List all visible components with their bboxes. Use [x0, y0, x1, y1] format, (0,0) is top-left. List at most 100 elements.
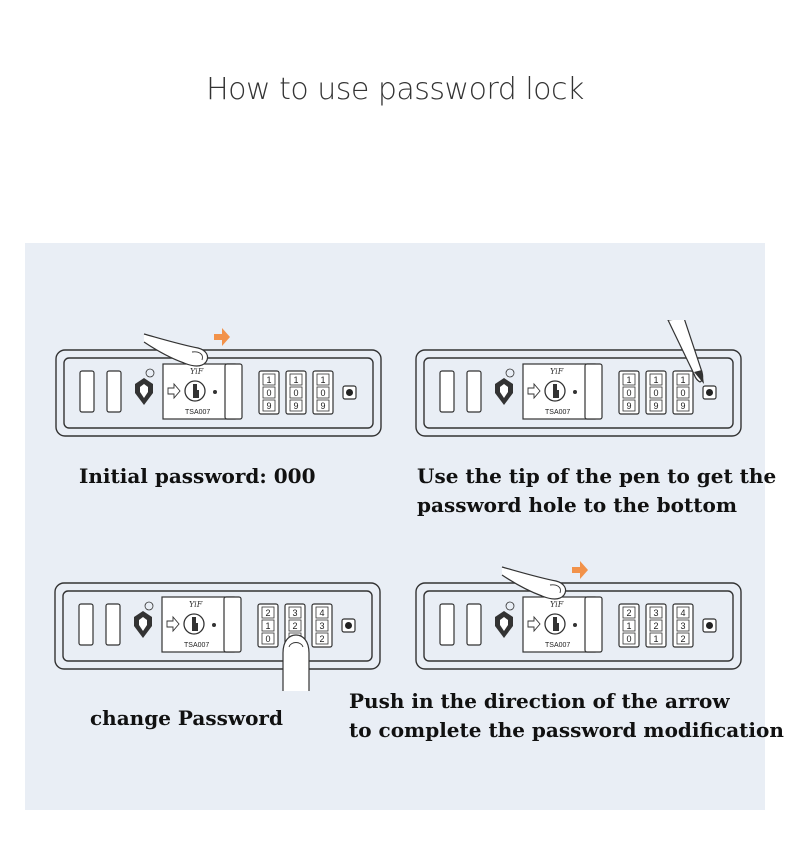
caption-line: password hole to the bottom: [417, 493, 737, 517]
caption-line: change Password: [90, 706, 283, 730]
caption-step-2: Use the tip of the pen to get the passwo…: [417, 462, 776, 520]
slot-left: [79, 370, 95, 413]
tsa-logo-icon: [495, 368, 515, 405]
orange-arrow-icon: [214, 328, 230, 346]
dial-1-bottom: 0: [626, 634, 631, 644]
dial-2-top: 1: [653, 375, 658, 385]
slot-left: [439, 370, 455, 413]
reset-hole[interactable]: [342, 385, 357, 400]
dial-3-bottom: 9: [320, 401, 325, 411]
tsa-logo-icon: [135, 368, 155, 405]
reset-hole[interactable]: [341, 618, 356, 633]
model-label: TSA007: [545, 409, 570, 416]
dial-3-mid: 3: [680, 621, 685, 631]
model-label: TSA007: [545, 642, 570, 649]
caption-line: Initial password: 000: [79, 464, 316, 488]
caption-step-1: Initial password: 000: [79, 462, 315, 491]
lock-step-3: YiF TSA007 2 1 0 3 2 2 4 3 2: [54, 582, 381, 691]
dial-2-bottom: 9: [653, 401, 658, 411]
dial-2[interactable]: 1 0 9: [285, 370, 307, 415]
finger-icon: [501, 566, 567, 600]
small-arrow-icon: [527, 615, 541, 633]
dial-3-top: 1: [680, 375, 685, 385]
dial-2-bottom: 1: [653, 634, 658, 644]
dial-3-bottom: 9: [680, 401, 685, 411]
slot-left: [78, 603, 94, 646]
brand-label: YiF: [190, 367, 204, 376]
dial-2[interactable]: 3 2 1: [645, 603, 667, 648]
finger-icon: [143, 333, 209, 367]
dial-2-mid: 0: [293, 388, 298, 398]
dial-1[interactable]: 109: [618, 370, 640, 415]
dial-1-bottom: 0: [265, 634, 270, 644]
small-arrow-icon: [167, 382, 181, 400]
dial-3[interactable]: 4 3 2: [672, 603, 694, 648]
dial-3[interactable]: 109: [312, 370, 334, 415]
dial-1-top: 2: [265, 608, 270, 618]
caption-step-4: Push in the direction of the arrow to co…: [349, 687, 784, 745]
slot-right: [466, 603, 482, 646]
slide-button[interactable]: [223, 596, 242, 653]
lock-step-4: YiF TSA007 210 3 2 1 4 3 2: [415, 561, 742, 670]
lock-step-2: YiF TSA007 109 109 109: [415, 320, 742, 437]
slot-right: [105, 603, 121, 646]
keyhole-icon: [544, 380, 566, 402]
dial-2-top: 3: [292, 608, 297, 618]
dial-1[interactable]: 2 1 0: [257, 603, 279, 648]
dial-1-mid: 1: [265, 621, 270, 631]
small-arrow-icon: [527, 382, 541, 400]
slot-right: [106, 370, 122, 413]
indicator-dot: [213, 390, 217, 394]
dial-1[interactable]: 210: [618, 603, 640, 648]
brand-label: YiF: [189, 600, 203, 609]
indicator-dot: [573, 623, 577, 627]
model-label: TSA007: [185, 409, 210, 416]
dial-1-bottom: 9: [626, 401, 631, 411]
dial-2-mid: 2: [292, 621, 297, 631]
dial-2-bottom: 9: [293, 401, 298, 411]
indicator-dot: [573, 390, 577, 394]
dial-3-top: 4: [680, 608, 685, 618]
dial-2-mid: 2: [653, 621, 658, 631]
caption-line: to complete the password modification: [349, 718, 784, 742]
dial-3-top: 4: [319, 608, 324, 618]
dial-3-mid: 0: [680, 388, 685, 398]
dial-2-top: 3: [653, 608, 658, 618]
dial-3[interactable]: 4 3 2: [311, 603, 333, 648]
small-arrow-icon: [166, 615, 180, 633]
dial-1-top: 2: [626, 608, 631, 618]
orange-arrow-icon: [572, 561, 588, 579]
dial-3[interactable]: 1 0 9: [672, 370, 694, 415]
slot-right: [466, 370, 482, 413]
tsa-logo-icon: [134, 601, 154, 638]
dial-1-bottom: 9: [266, 401, 271, 411]
brand-label: YiF: [550, 600, 564, 609]
dial-3-top: 1: [320, 375, 325, 385]
reset-hole[interactable]: [702, 385, 717, 400]
caption-line: Use the tip of the pen to get the: [417, 464, 777, 488]
slide-button[interactable]: [584, 596, 603, 653]
keyhole-icon: [184, 380, 206, 402]
keyhole-icon: [183, 613, 205, 635]
dial-2[interactable]: 109: [645, 370, 667, 415]
finger-icon: [282, 634, 310, 691]
dial-2-top: 1: [293, 375, 298, 385]
indicator-dot: [212, 623, 216, 627]
reset-hole[interactable]: [702, 618, 717, 633]
dial-3-bottom: 2: [680, 634, 685, 644]
model-label: TSA007: [184, 642, 209, 649]
dial-3-bottom: 2: [319, 634, 324, 644]
slide-button[interactable]: [584, 363, 603, 420]
dial-3-mid: 3: [319, 621, 324, 631]
slide-button[interactable]: [224, 363, 243, 420]
dial-1[interactable]: 109: [258, 370, 280, 415]
dial-1-top: 1: [626, 375, 631, 385]
tsa-logo-icon: [495, 601, 515, 638]
page-title: How to use password lock: [206, 72, 584, 107]
pen-icon: [667, 320, 704, 384]
dial-1-top: 1: [266, 375, 271, 385]
brand-label: YiF: [550, 367, 564, 376]
caption-step-3: change Password: [90, 704, 283, 733]
keyhole-icon: [544, 613, 566, 635]
caption-line: Push in the direction of the arrow: [349, 689, 730, 713]
